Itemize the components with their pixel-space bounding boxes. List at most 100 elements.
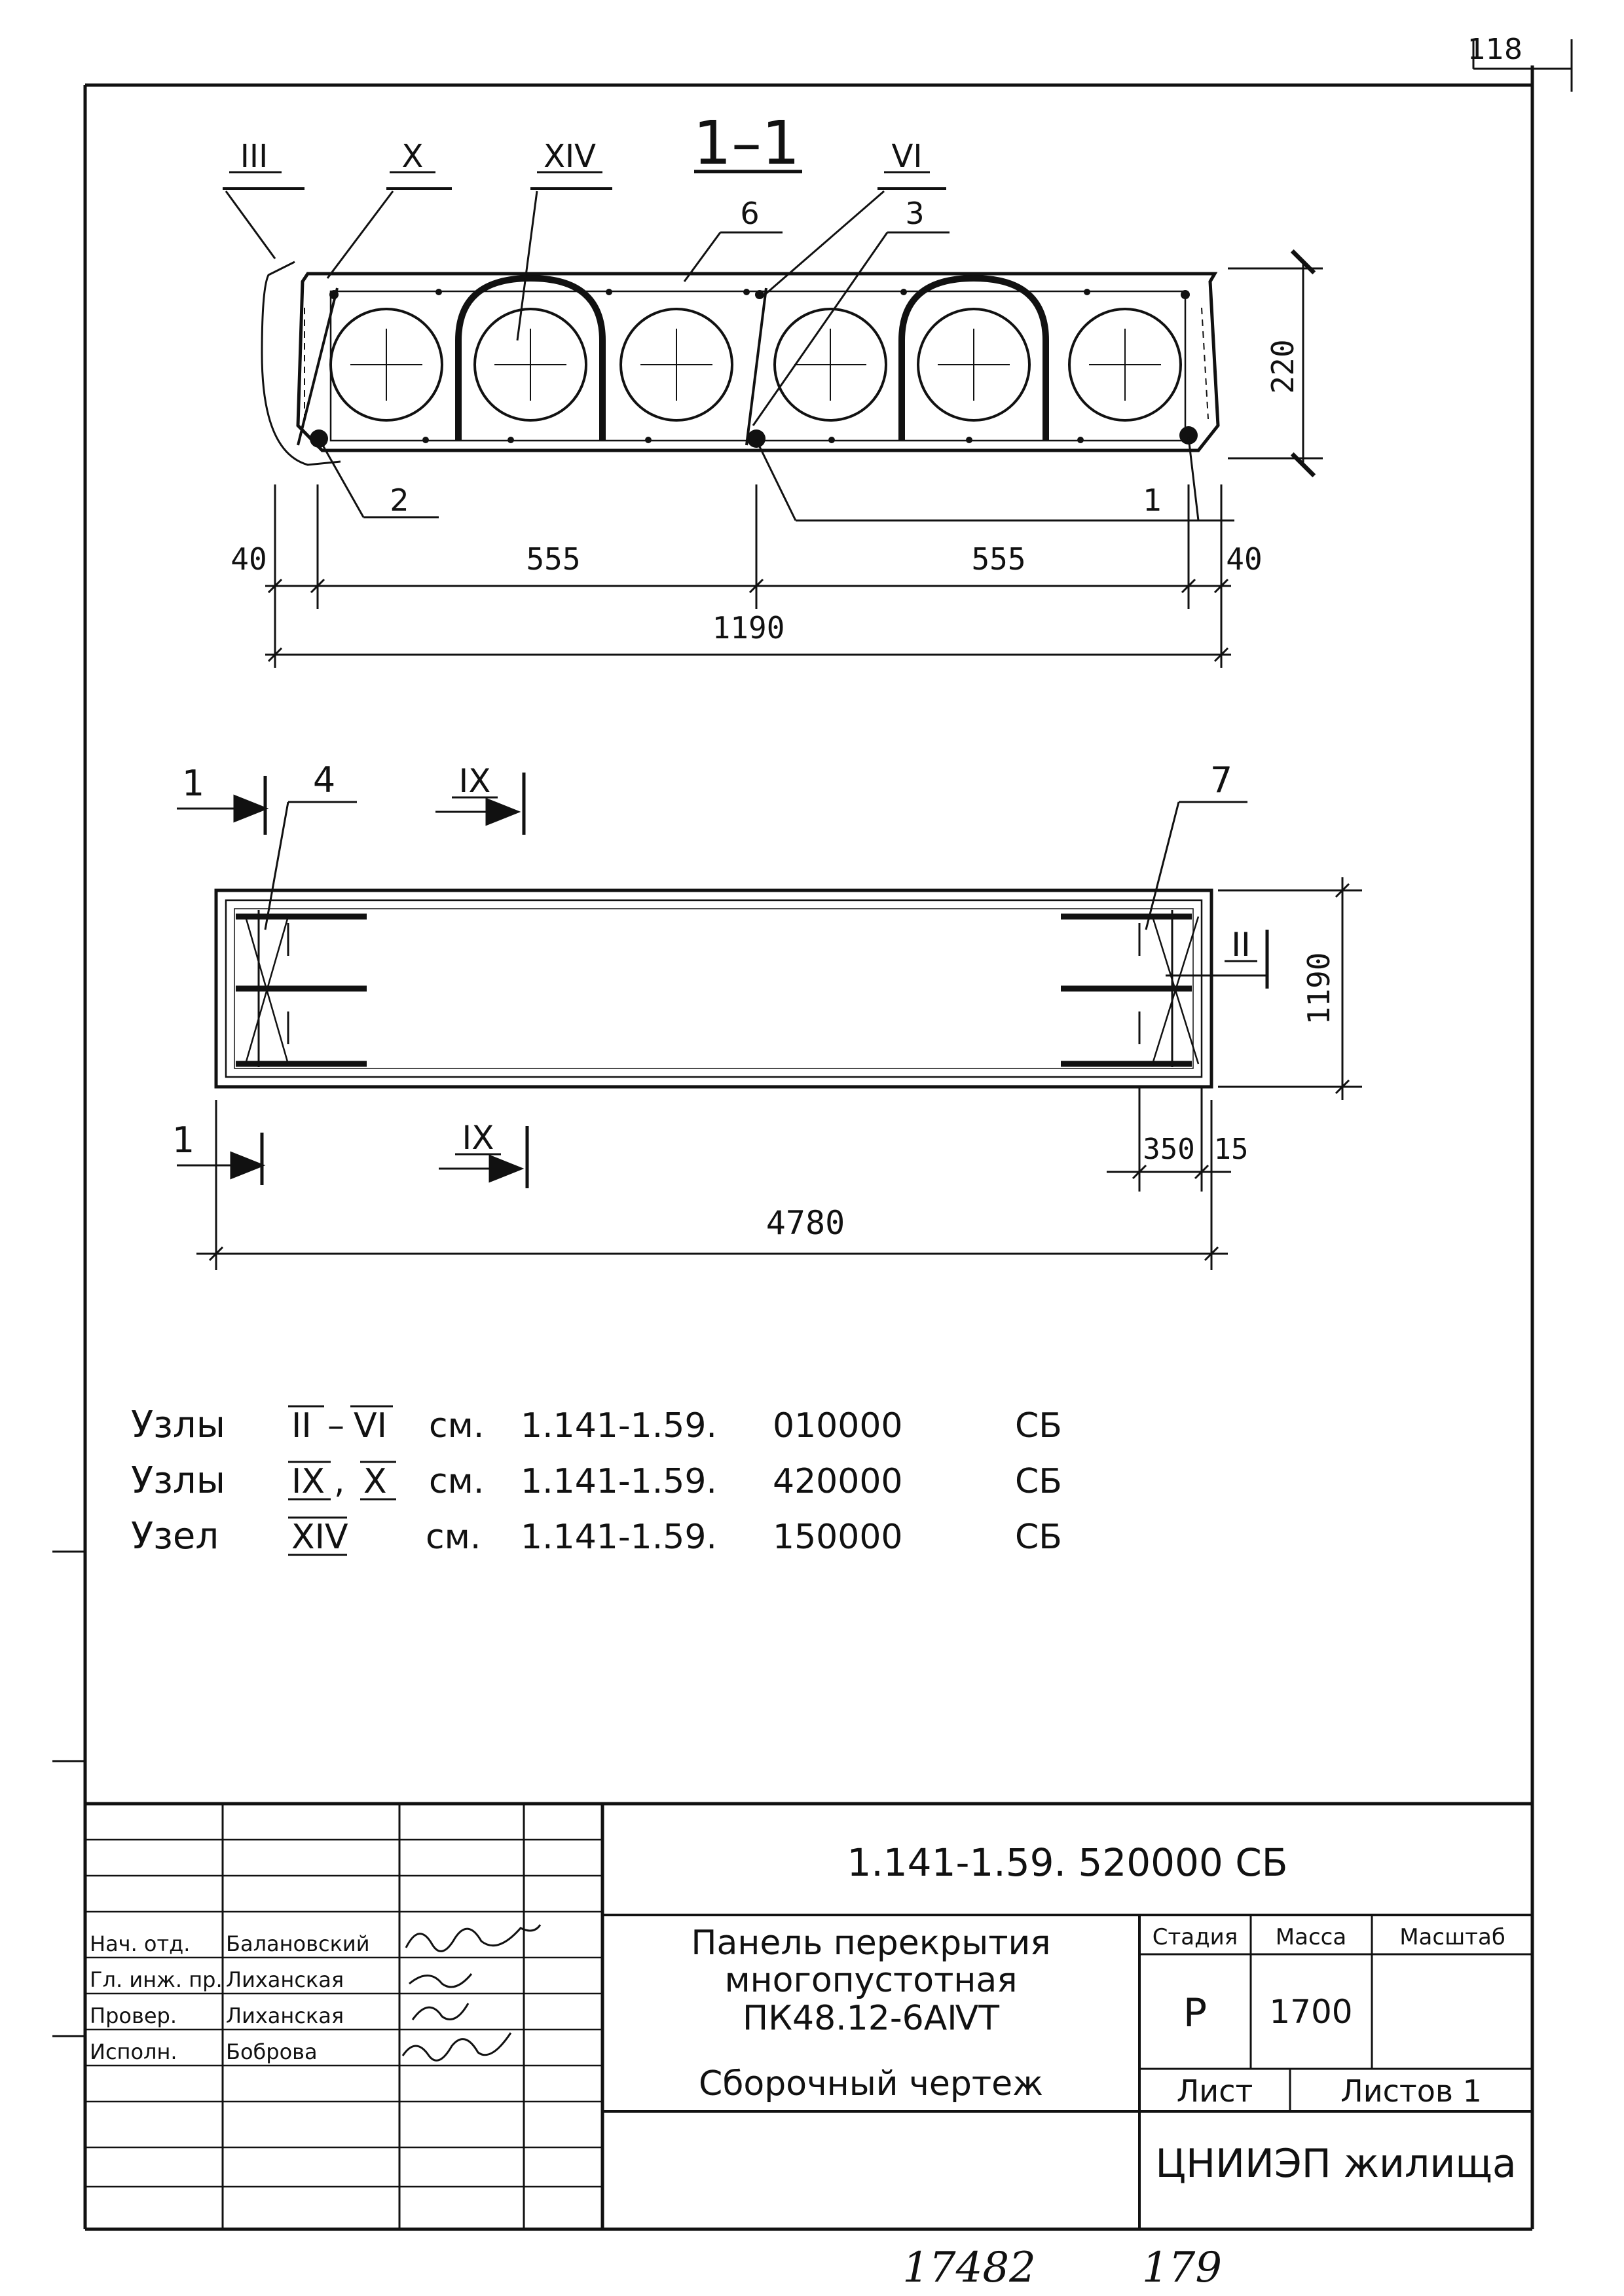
note-see: см.	[429, 1406, 484, 1446]
footer-number-a: 17482	[902, 2244, 1036, 2292]
sig-name: Боброва	[226, 2039, 318, 2064]
cut-mark-1-top: 1	[182, 763, 204, 804]
node-ix-bottom: IX	[462, 1119, 494, 1157]
note-suffix: СБ	[1015, 1518, 1062, 1557]
void-circle	[1068, 308, 1182, 422]
position-3: 3	[905, 196, 924, 231]
document-code: 1.141-1.59. 520000 СБ	[847, 1840, 1287, 1885]
title-block	[85, 1802, 1532, 2229]
stage-value: Р	[1183, 1990, 1207, 2036]
signature-table: Нач. отд. Балановский Гл. инж. пр. Лихан…	[90, 1924, 542, 2064]
void-circle	[473, 308, 587, 422]
title-line-1: Панель перекрытия	[691, 1923, 1050, 1963]
signature-scribble	[409, 1973, 473, 1988]
notes-block: Узлы II – VI см. 1.141-1.59. 010000 СБ У…	[131, 1404, 1062, 1558]
note-ref-b: X	[363, 1462, 387, 1501]
footer-number-b: 179	[1142, 2244, 1222, 2292]
organization: ЦНИИЭП жилища	[1155, 2141, 1516, 2187]
note-series: 1.141-1.59.	[521, 1518, 717, 1557]
sig-name: Балановский	[226, 1931, 370, 1956]
note-word: Узлы	[131, 1459, 225, 1502]
callout-iii: III	[240, 138, 268, 175]
dim-span-left: 555	[526, 541, 580, 577]
title-line-4: Сборочный чертеж	[699, 2064, 1043, 2104]
dim-width-1190: 1190	[1301, 953, 1337, 1025]
section-title: 1–1	[693, 108, 800, 178]
dim-edge-left: 40	[231, 541, 267, 577]
dim-support-350: 350	[1143, 1133, 1194, 1166]
note-row: Узлы IX , X см. 1.141-1.59. 420000 СБ	[131, 1459, 1062, 1502]
note-row: Узлы II – VI см. 1.141-1.59. 010000 СБ	[131, 1404, 1062, 1446]
note-sep: –	[327, 1406, 344, 1446]
sig-role: Гл. инж. пр.	[90, 1967, 223, 1992]
note-ref-a: II	[291, 1406, 312, 1446]
plan-dimension-lines	[196, 877, 1362, 1270]
dim-height-220: 220	[1265, 339, 1301, 393]
callout-x: X	[402, 138, 424, 175]
panel-title: Панель перекрытия многопустотная ПК48.12…	[691, 1923, 1050, 2104]
sig-name: Лиханская	[226, 2003, 344, 2028]
position-7: 7	[1210, 759, 1232, 801]
node-iii-callout-loop	[261, 261, 341, 466]
title-line-3: ПК48.12-6АⅣТ	[743, 1999, 999, 2038]
void-circle	[773, 308, 887, 422]
mass-label: Масса	[1276, 1924, 1346, 1950]
position-6: 6	[740, 196, 759, 231]
dim-total-1190: 1190	[712, 610, 785, 646]
rebar-dots	[310, 289, 1198, 448]
callout-xiv: XIV	[544, 138, 596, 175]
sig-name: Лиханская	[226, 1967, 344, 1992]
dimension-ticks	[267, 578, 1229, 663]
note-ref-a: IX	[291, 1462, 325, 1501]
middle-bar	[745, 287, 767, 446]
section-dimension-lines	[265, 249, 1323, 668]
mass-value: 1700	[1269, 1993, 1352, 2031]
panel-section-outline	[296, 272, 1220, 452]
sheets-label: Листов 1	[1340, 2073, 1482, 2109]
signature-scribble	[401, 2032, 512, 2062]
position-1: 1	[1143, 483, 1162, 518]
node-ii: II	[1231, 926, 1251, 964]
cut-mark-1-bottom: 1	[172, 1120, 194, 1161]
panel-plan-outline	[214, 888, 1213, 1089]
corner-number: 118	[1467, 33, 1522, 66]
note-series: 1.141-1.59.	[521, 1406, 717, 1446]
callout-vi: VI	[892, 138, 923, 175]
sig-role: Исполн.	[90, 2039, 177, 2064]
lifting-loop	[455, 274, 606, 440]
scale-label: Масштаб	[1399, 1924, 1505, 1950]
void-circle	[917, 308, 1031, 422]
position-4: 4	[313, 759, 335, 801]
note-suffix: СБ	[1015, 1406, 1062, 1446]
signature-scribble	[411, 2003, 470, 2020]
note-series: 1.141-1.59.	[521, 1462, 717, 1501]
dim-span-right: 555	[971, 541, 1025, 577]
note-ref-b: VI	[354, 1406, 387, 1446]
dim-length-4780: 4780	[766, 1204, 845, 1242]
position-2: 2	[390, 483, 409, 518]
void-circle	[329, 308, 443, 422]
dim-edge-right: 40	[1226, 541, 1262, 577]
plan-view: 1 1 IX IX II 4 7	[172, 759, 1362, 1270]
note-see: см.	[426, 1518, 481, 1557]
void-circle	[619, 308, 733, 422]
sheet-label: Лист	[1177, 2073, 1253, 2109]
note-code: 420000	[773, 1462, 903, 1501]
note-word: Узлы	[131, 1404, 225, 1446]
sheet-frame	[52, 39, 1573, 2231]
note-code: 010000	[773, 1406, 903, 1446]
lifting-loop	[898, 274, 1049, 440]
note-sep: ,	[334, 1462, 345, 1501]
void-row	[329, 308, 1182, 422]
note-suffix: СБ	[1015, 1462, 1062, 1501]
title-line-2: многопустотная	[724, 1961, 1017, 2000]
node-ix-top: IX	[459, 762, 491, 800]
sig-role: Нач. отд.	[90, 1931, 190, 1956]
note-code: 150000	[773, 1518, 903, 1557]
note-see: см.	[429, 1462, 484, 1501]
dim-gap-15: 15	[1214, 1133, 1249, 1166]
note-word: Узел	[131, 1515, 219, 1558]
stage-label: Стадия	[1153, 1924, 1238, 1950]
note-row: Узел XIV см. 1.141-1.59. 150000 СБ	[131, 1515, 1062, 1558]
